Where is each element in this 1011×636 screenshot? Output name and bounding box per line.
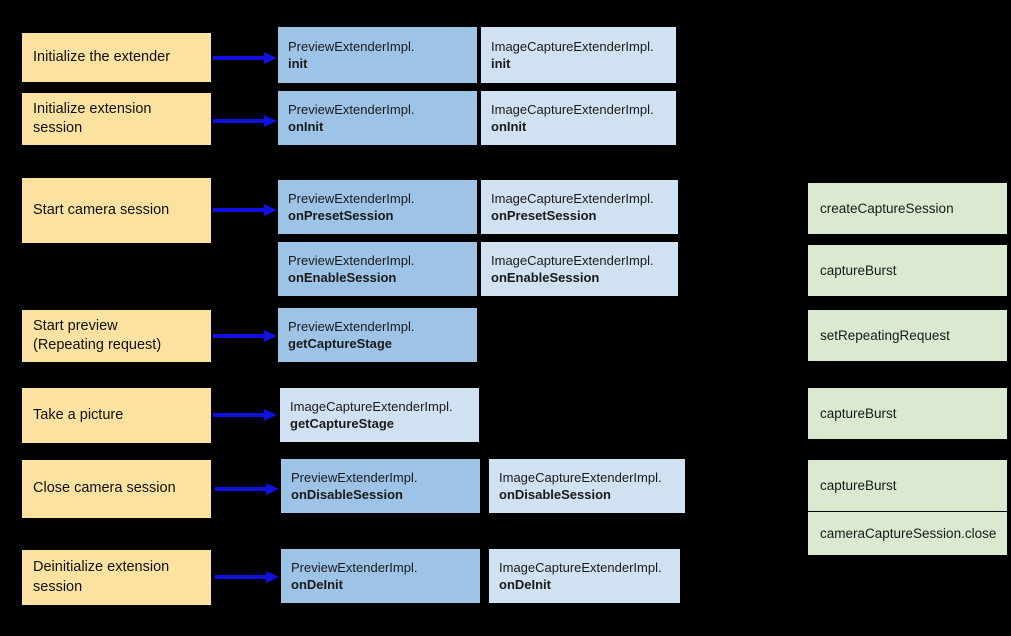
stage-box-take-a-picture: Take a picture	[22, 388, 211, 443]
camera-call-label: createCaptureSession	[820, 200, 954, 216]
camera-call-box-capture-burst-2: captureBurst	[808, 388, 1007, 439]
preview-box-ondeinit: PreviewExtenderImpl. onDeInit	[281, 549, 480, 603]
image-capture-class-name: ImageCaptureExtenderImpl.	[499, 559, 662, 575]
image-capture-class-name: ImageCaptureExtenderImpl.	[491, 38, 654, 54]
preview-box-oninit: PreviewExtenderImpl. onInit	[278, 91, 477, 145]
image-capture-method-name: onEnableSession	[491, 270, 600, 285]
image-capture-box-init: ImageCaptureExtenderImpl. init	[481, 27, 676, 83]
preview-method-name: onInit	[288, 119, 324, 134]
preview-method-name: getCaptureStage	[288, 336, 393, 351]
preview-class-name: PreviewExtenderImpl.	[288, 190, 415, 206]
camera-call-label: cameraCaptureSession.close	[820, 525, 997, 541]
preview-box-onpresetsession: PreviewExtenderImpl. onPresetSession	[278, 180, 477, 234]
preview-class-name: PreviewExtenderImpl.	[288, 38, 415, 54]
image-capture-box-ondeinit: ImageCaptureExtenderImpl. onDeInit	[489, 549, 680, 603]
stage-box-start-preview: Start preview (Repeating request)	[22, 310, 211, 362]
stage-label-line: Start camera session	[33, 201, 170, 218]
camera-call-box-set-repeating-request: setRepeatingRequest	[808, 310, 1007, 361]
stage-label-line: Close camera session	[33, 480, 176, 497]
image-capture-class-name: ImageCaptureExtenderImpl.	[499, 469, 662, 485]
camera-call-label: setRepeatingRequest	[820, 327, 950, 343]
stage-label-line: Deinitialize extension	[33, 559, 170, 576]
flow-arrow-take-a-picture	[213, 409, 277, 421]
preview-class-name: PreviewExtenderImpl.	[291, 469, 418, 485]
preview-method-name: onDeInit	[291, 577, 343, 592]
stage-box-close-camera-session: Close camera session	[22, 460, 211, 518]
image-capture-box-oninit: ImageCaptureExtenderImpl. onInit	[481, 91, 676, 145]
image-capture-class-name: ImageCaptureExtenderImpl.	[290, 398, 453, 414]
image-capture-method-name: onInit	[491, 119, 527, 134]
preview-class-name: PreviewExtenderImpl.	[288, 101, 415, 117]
preview-class-name: PreviewExtenderImpl.	[291, 559, 418, 575]
camera-call-box-capture-burst-1: captureBurst	[808, 245, 1007, 296]
flow-arrow-deinit-extension-session	[215, 571, 279, 583]
stage-label-line: session	[33, 120, 83, 136]
image-capture-method-name: onDeInit	[499, 577, 551, 592]
stage-box-deinit-extension-session: Deinitialize extension session	[22, 550, 211, 605]
stage-label-line: (Repeating request)	[33, 337, 162, 353]
image-capture-box-ondisablesession: ImageCaptureExtenderImpl. onDisableSessi…	[489, 459, 685, 513]
stage-box-start-camera-session: Start camera session	[22, 178, 211, 243]
stage-box-init-extender: Initialize the extender	[22, 33, 211, 82]
camera-call-label: captureBurst	[820, 477, 897, 493]
flow-arrow-init-extension-session	[213, 115, 277, 127]
camera-call-box-create-capture-session: createCaptureSession	[808, 183, 1007, 234]
camera-call-box-camera-capture-session-close: cameraCaptureSession.close	[808, 512, 1007, 555]
image-capture-method-name: onDisableSession	[499, 487, 611, 502]
stage-label-line: session	[33, 578, 83, 595]
preview-box-init: PreviewExtenderImpl. init	[278, 27, 477, 83]
image-capture-class-name: ImageCaptureExtenderImpl.	[491, 252, 654, 268]
image-capture-class-name: ImageCaptureExtenderImpl.	[491, 190, 654, 206]
image-capture-class-name: ImageCaptureExtenderImpl.	[491, 101, 654, 117]
stage-label-line: Start preview	[33, 317, 118, 334]
stage-label-line: Initialize the extender	[33, 48, 171, 65]
preview-box-getcapturestage: PreviewExtenderImpl. getCaptureStage	[278, 308, 477, 362]
preview-box-ondisablesession: PreviewExtenderImpl. onDisableSession	[281, 459, 480, 513]
image-capture-box-onpresetsession: ImageCaptureExtenderImpl. onPresetSessio…	[481, 180, 678, 234]
preview-method-name: onPresetSession	[288, 208, 394, 223]
image-capture-method-name: onPresetSession	[491, 208, 597, 223]
preview-box-onenablesession: PreviewExtenderImpl. onEnableSession	[278, 242, 477, 296]
preview-method-name: init	[288, 56, 308, 71]
image-capture-method-name: getCaptureStage	[290, 416, 395, 431]
stage-label-line: Initialize extension	[33, 100, 152, 117]
flow-arrow-start-preview	[213, 330, 277, 342]
stage-box-init-extension-session: Initialize extension session	[22, 93, 211, 145]
flow-arrow-init-extender	[213, 52, 277, 64]
flow-arrow-close-camera-session	[215, 483, 279, 495]
flow-arrow-start-camera-session	[213, 204, 277, 216]
image-capture-box-onenablesession: ImageCaptureExtenderImpl. onEnableSessio…	[481, 242, 678, 296]
preview-class-name: PreviewExtenderImpl.	[288, 252, 415, 268]
camera-call-label: captureBurst	[820, 262, 897, 278]
camera-call-label: captureBurst	[820, 405, 897, 421]
image-capture-box-getcapturestage: ImageCaptureExtenderImpl. getCaptureStag…	[280, 388, 479, 442]
preview-method-name: onDisableSession	[291, 487, 403, 502]
camera-call-box-capture-burst-3: captureBurst	[808, 460, 1007, 511]
preview-method-name: onEnableSession	[288, 270, 397, 285]
image-capture-method-name: init	[491, 56, 511, 71]
stage-label-line: Take a picture	[33, 406, 124, 423]
preview-class-name: PreviewExtenderImpl.	[288, 318, 415, 334]
